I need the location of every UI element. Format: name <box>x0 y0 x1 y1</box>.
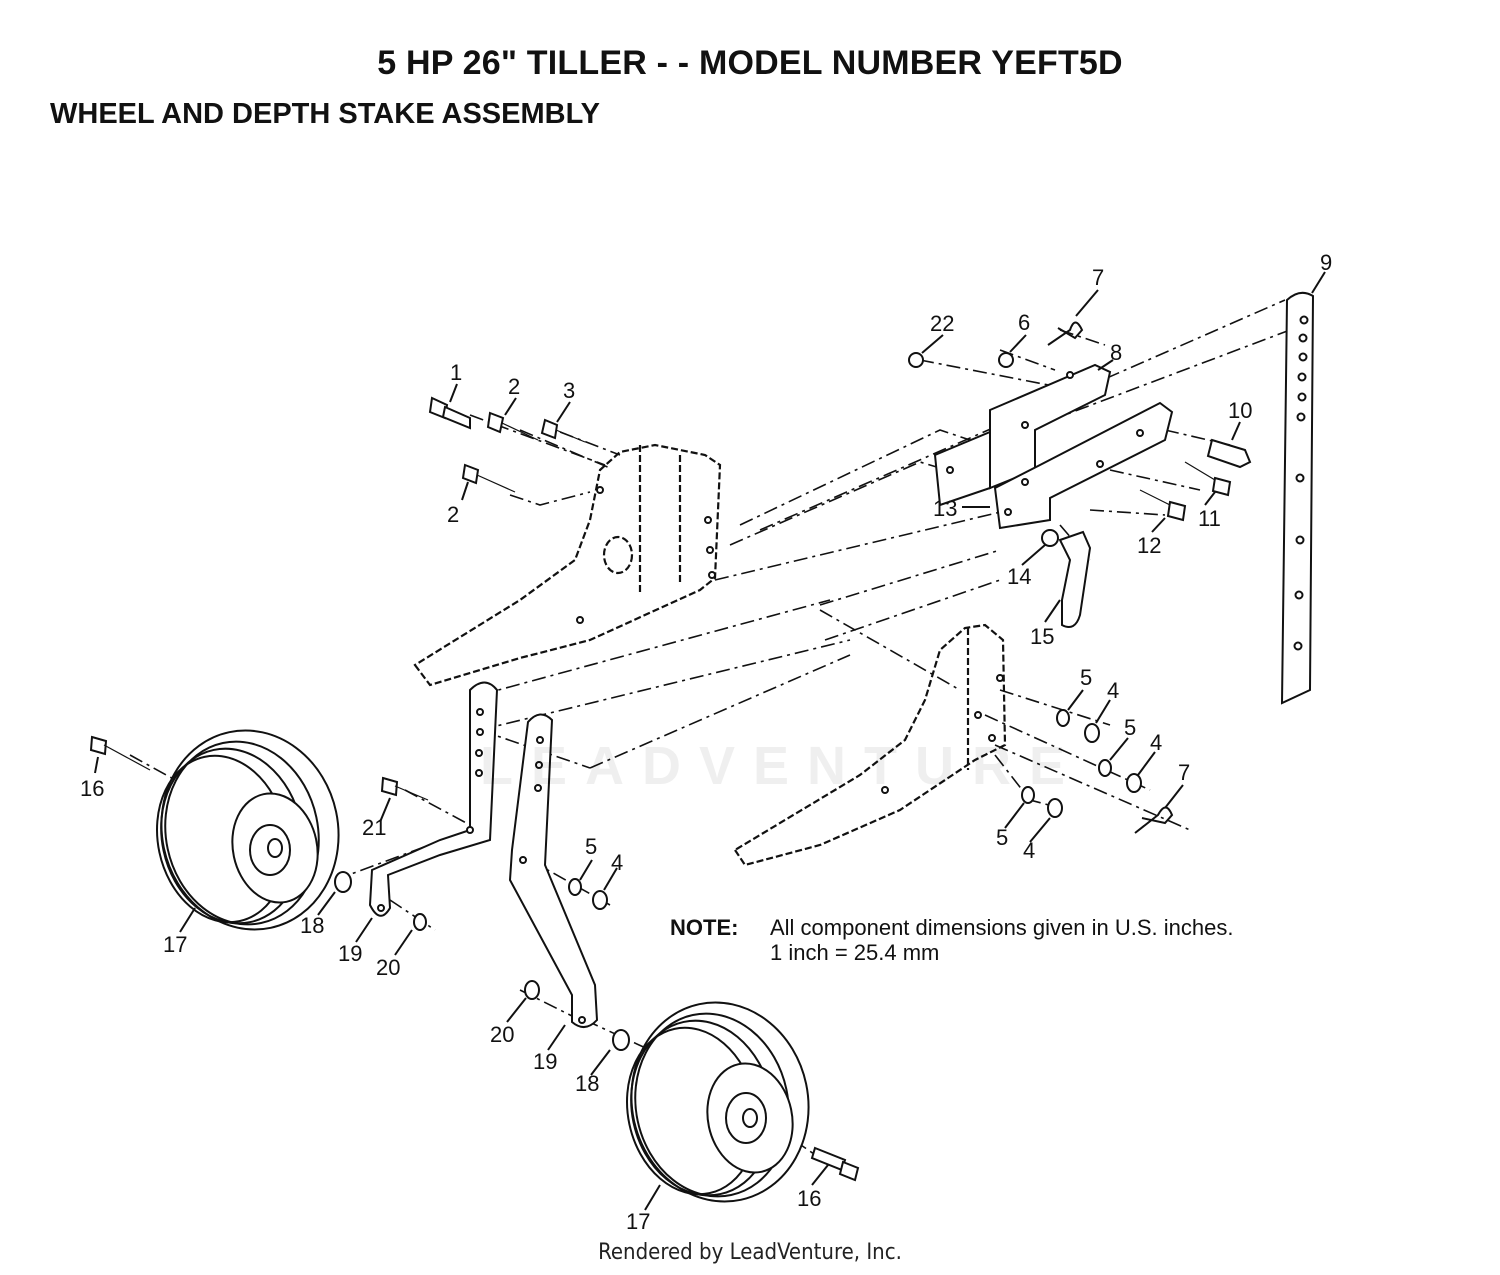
callout-4: 4 <box>1150 730 1162 755</box>
callout-8: 8 <box>1110 340 1122 365</box>
wheel-left <box>156 729 340 931</box>
callout-3: 3 <box>563 378 575 403</box>
callout-17: 17 <box>163 932 187 957</box>
callout-5: 5 <box>1080 665 1092 690</box>
callout-7: 7 <box>1178 760 1190 785</box>
right-frame-bracket <box>733 623 1007 867</box>
callout-9: 9 <box>1320 250 1332 275</box>
callout-12: 12 <box>1137 533 1161 558</box>
callout-15: 15 <box>1030 624 1054 649</box>
callout-4: 4 <box>611 850 623 875</box>
callout-16: 16 <box>80 776 104 801</box>
callout-22: 22 <box>930 311 954 336</box>
callout-10: 10 <box>1228 398 1252 423</box>
callout-4: 4 <box>1023 838 1035 863</box>
callout-13: 13 <box>933 496 957 521</box>
page-title: 5 HP 26" TILLER - - MODEL NUMBER YEFT5D <box>377 44 1123 82</box>
callout-19: 19 <box>533 1049 557 1074</box>
left-frame-bracket <box>413 443 722 687</box>
callout-4: 4 <box>1107 678 1119 703</box>
callout-1: 1 <box>450 360 462 385</box>
callout-5: 5 <box>1124 715 1136 740</box>
render-credit: Rendered by LeadVenture, Inc. <box>598 1240 902 1265</box>
callout-6: 6 <box>1018 310 1030 335</box>
callout-numbers: 1 2 3 2 22 6 7 8 9 10 11 12 13 14 15 5 4… <box>80 250 1332 1234</box>
callout-7: 7 <box>1092 265 1104 290</box>
assembly-subtitle: WHEEL AND DEPTH STAKE ASSEMBLY <box>50 98 600 130</box>
callout-14: 14 <box>1007 564 1031 589</box>
callout-21: 21 <box>362 815 386 840</box>
callout-5: 5 <box>996 825 1008 850</box>
note-line-1: All component dimensions given in U.S. i… <box>770 915 1234 940</box>
bolts <box>89 396 1232 1182</box>
wheel-right <box>626 1001 810 1203</box>
callout-16: 16 <box>797 1186 821 1211</box>
note-line-2: 1 inch = 25.4 mm <box>770 940 940 965</box>
callout-20: 20 <box>376 955 400 980</box>
washers-and-nuts <box>334 352 1142 1051</box>
pin-10 <box>1206 438 1252 469</box>
callout-2: 2 <box>447 502 459 527</box>
depth-stake <box>1280 291 1315 705</box>
callout-19: 19 <box>338 941 362 966</box>
callout-17: 17 <box>626 1209 650 1234</box>
watermark: LEADVENTURE <box>480 736 1084 796</box>
callout-2: 2 <box>508 374 520 399</box>
callout-leaders <box>94 271 1326 1211</box>
callout-11: 11 <box>1198 506 1221 531</box>
depth-lever <box>1041 529 1092 628</box>
note-text: All component dimensions given in U.S. i… <box>770 915 1233 965</box>
callout-5: 5 <box>585 834 597 859</box>
callout-20: 20 <box>490 1022 514 1047</box>
callout-18: 18 <box>300 913 324 938</box>
depth-bar-assembly <box>933 363 1174 530</box>
note-label: NOTE: <box>670 915 739 940</box>
wheel-brackets <box>368 681 599 1028</box>
callout-18: 18 <box>575 1071 599 1096</box>
dimension-note: NOTE: All component dimensions given in U… <box>670 915 1233 965</box>
